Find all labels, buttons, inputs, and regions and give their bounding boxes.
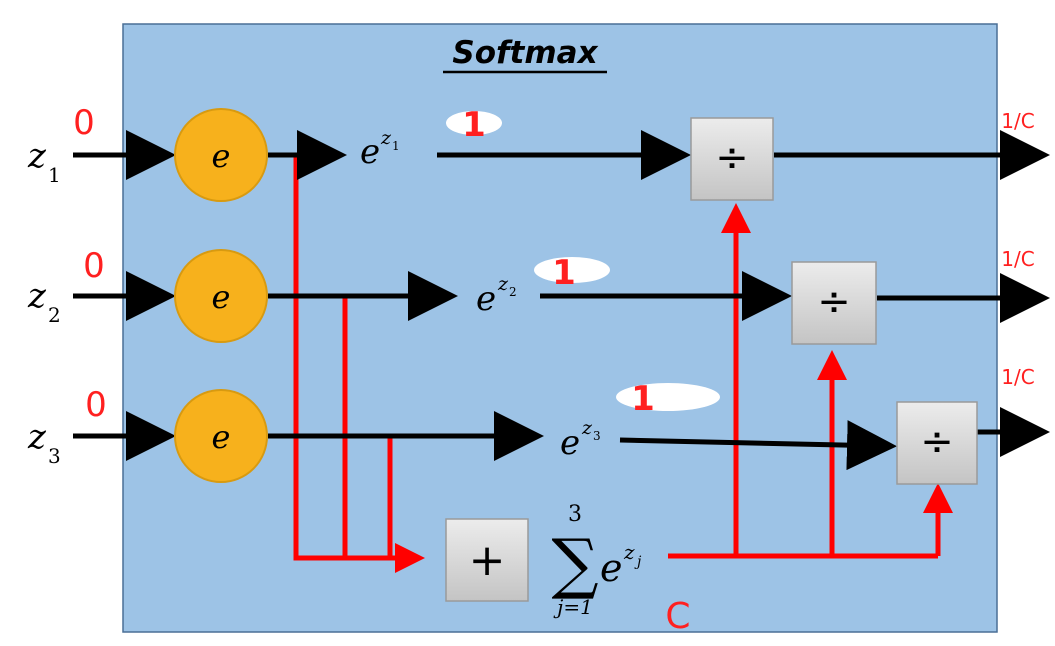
input-label-z2: z 2 xyxy=(27,276,61,327)
divide-box-1: ÷ xyxy=(690,117,774,201)
svg-text:2: 2 xyxy=(509,285,517,299)
annotation-output-marks: 1/C 1/C 1/C xyxy=(1001,109,1034,389)
svg-text:z: z xyxy=(380,127,392,149)
exp-node-3: e xyxy=(174,389,268,483)
svg-text:j=1: j=1 xyxy=(553,595,593,619)
annotation-input-marks: 0 0 0 xyxy=(73,103,107,425)
svg-text:0: 0 xyxy=(73,103,95,143)
input-label-z3: z 3 xyxy=(27,417,61,468)
divide-box-2: ÷ xyxy=(791,261,877,345)
annotation-exp-marks: 1 1 1 xyxy=(446,105,720,419)
svg-text:z: z xyxy=(27,136,47,176)
svg-text:e: e xyxy=(212,278,231,316)
exp-node-1: e xyxy=(174,108,268,202)
svg-text:÷: ÷ xyxy=(920,419,954,465)
diagram-title: Softmax xyxy=(452,35,598,71)
svg-text:e: e xyxy=(360,132,380,172)
svg-text:e: e xyxy=(212,137,231,175)
svg-text:3: 3 xyxy=(48,444,61,468)
svg-text:1: 1 xyxy=(48,163,61,187)
svg-text:∑: ∑ xyxy=(551,525,598,602)
svg-text:+: + xyxy=(469,535,506,586)
svg-text:1/C: 1/C xyxy=(1001,109,1034,133)
input-label-z1: z 1 xyxy=(27,136,61,187)
summation-expression: 3 ∑ j=1 e z j xyxy=(551,502,642,619)
svg-text:j: j xyxy=(634,554,642,570)
exp-node-2: e xyxy=(174,249,268,343)
svg-text:e: e xyxy=(212,418,231,456)
svg-text:1/C: 1/C xyxy=(1001,247,1034,271)
exp-label-3: e z 3 xyxy=(560,417,601,463)
svg-text:÷: ÷ xyxy=(715,135,749,181)
svg-text:e: e xyxy=(476,279,496,319)
svg-text:z: z xyxy=(581,417,593,439)
red-sum-lines xyxy=(293,155,953,573)
svg-text:z: z xyxy=(623,540,635,564)
svg-text:z: z xyxy=(497,273,509,295)
svg-text:3: 3 xyxy=(568,502,582,527)
svg-text:1/C: 1/C xyxy=(1001,365,1034,389)
svg-text:÷: ÷ xyxy=(817,279,851,325)
svg-text:1: 1 xyxy=(552,253,576,293)
black-arrows xyxy=(73,130,1050,471)
svg-text:1: 1 xyxy=(631,379,655,419)
svg-text:3: 3 xyxy=(593,429,601,443)
svg-text:0: 0 xyxy=(85,385,107,425)
svg-text:e: e xyxy=(560,423,580,463)
svg-text:1: 1 xyxy=(462,105,486,145)
svg-text:0: 0 xyxy=(83,246,105,286)
svg-text:z: z xyxy=(27,276,47,316)
svg-text:z: z xyxy=(27,417,47,457)
annotation-sum-mark: C xyxy=(665,596,690,637)
divide-box-3: ÷ xyxy=(896,401,978,485)
svg-text:1: 1 xyxy=(392,139,400,153)
svg-text:2: 2 xyxy=(48,303,61,327)
svg-text:e: e xyxy=(600,546,623,590)
exp-label-1: e z 1 xyxy=(360,127,400,172)
plus-box: + xyxy=(445,518,529,602)
exp-label-2: e z 2 xyxy=(476,273,517,319)
